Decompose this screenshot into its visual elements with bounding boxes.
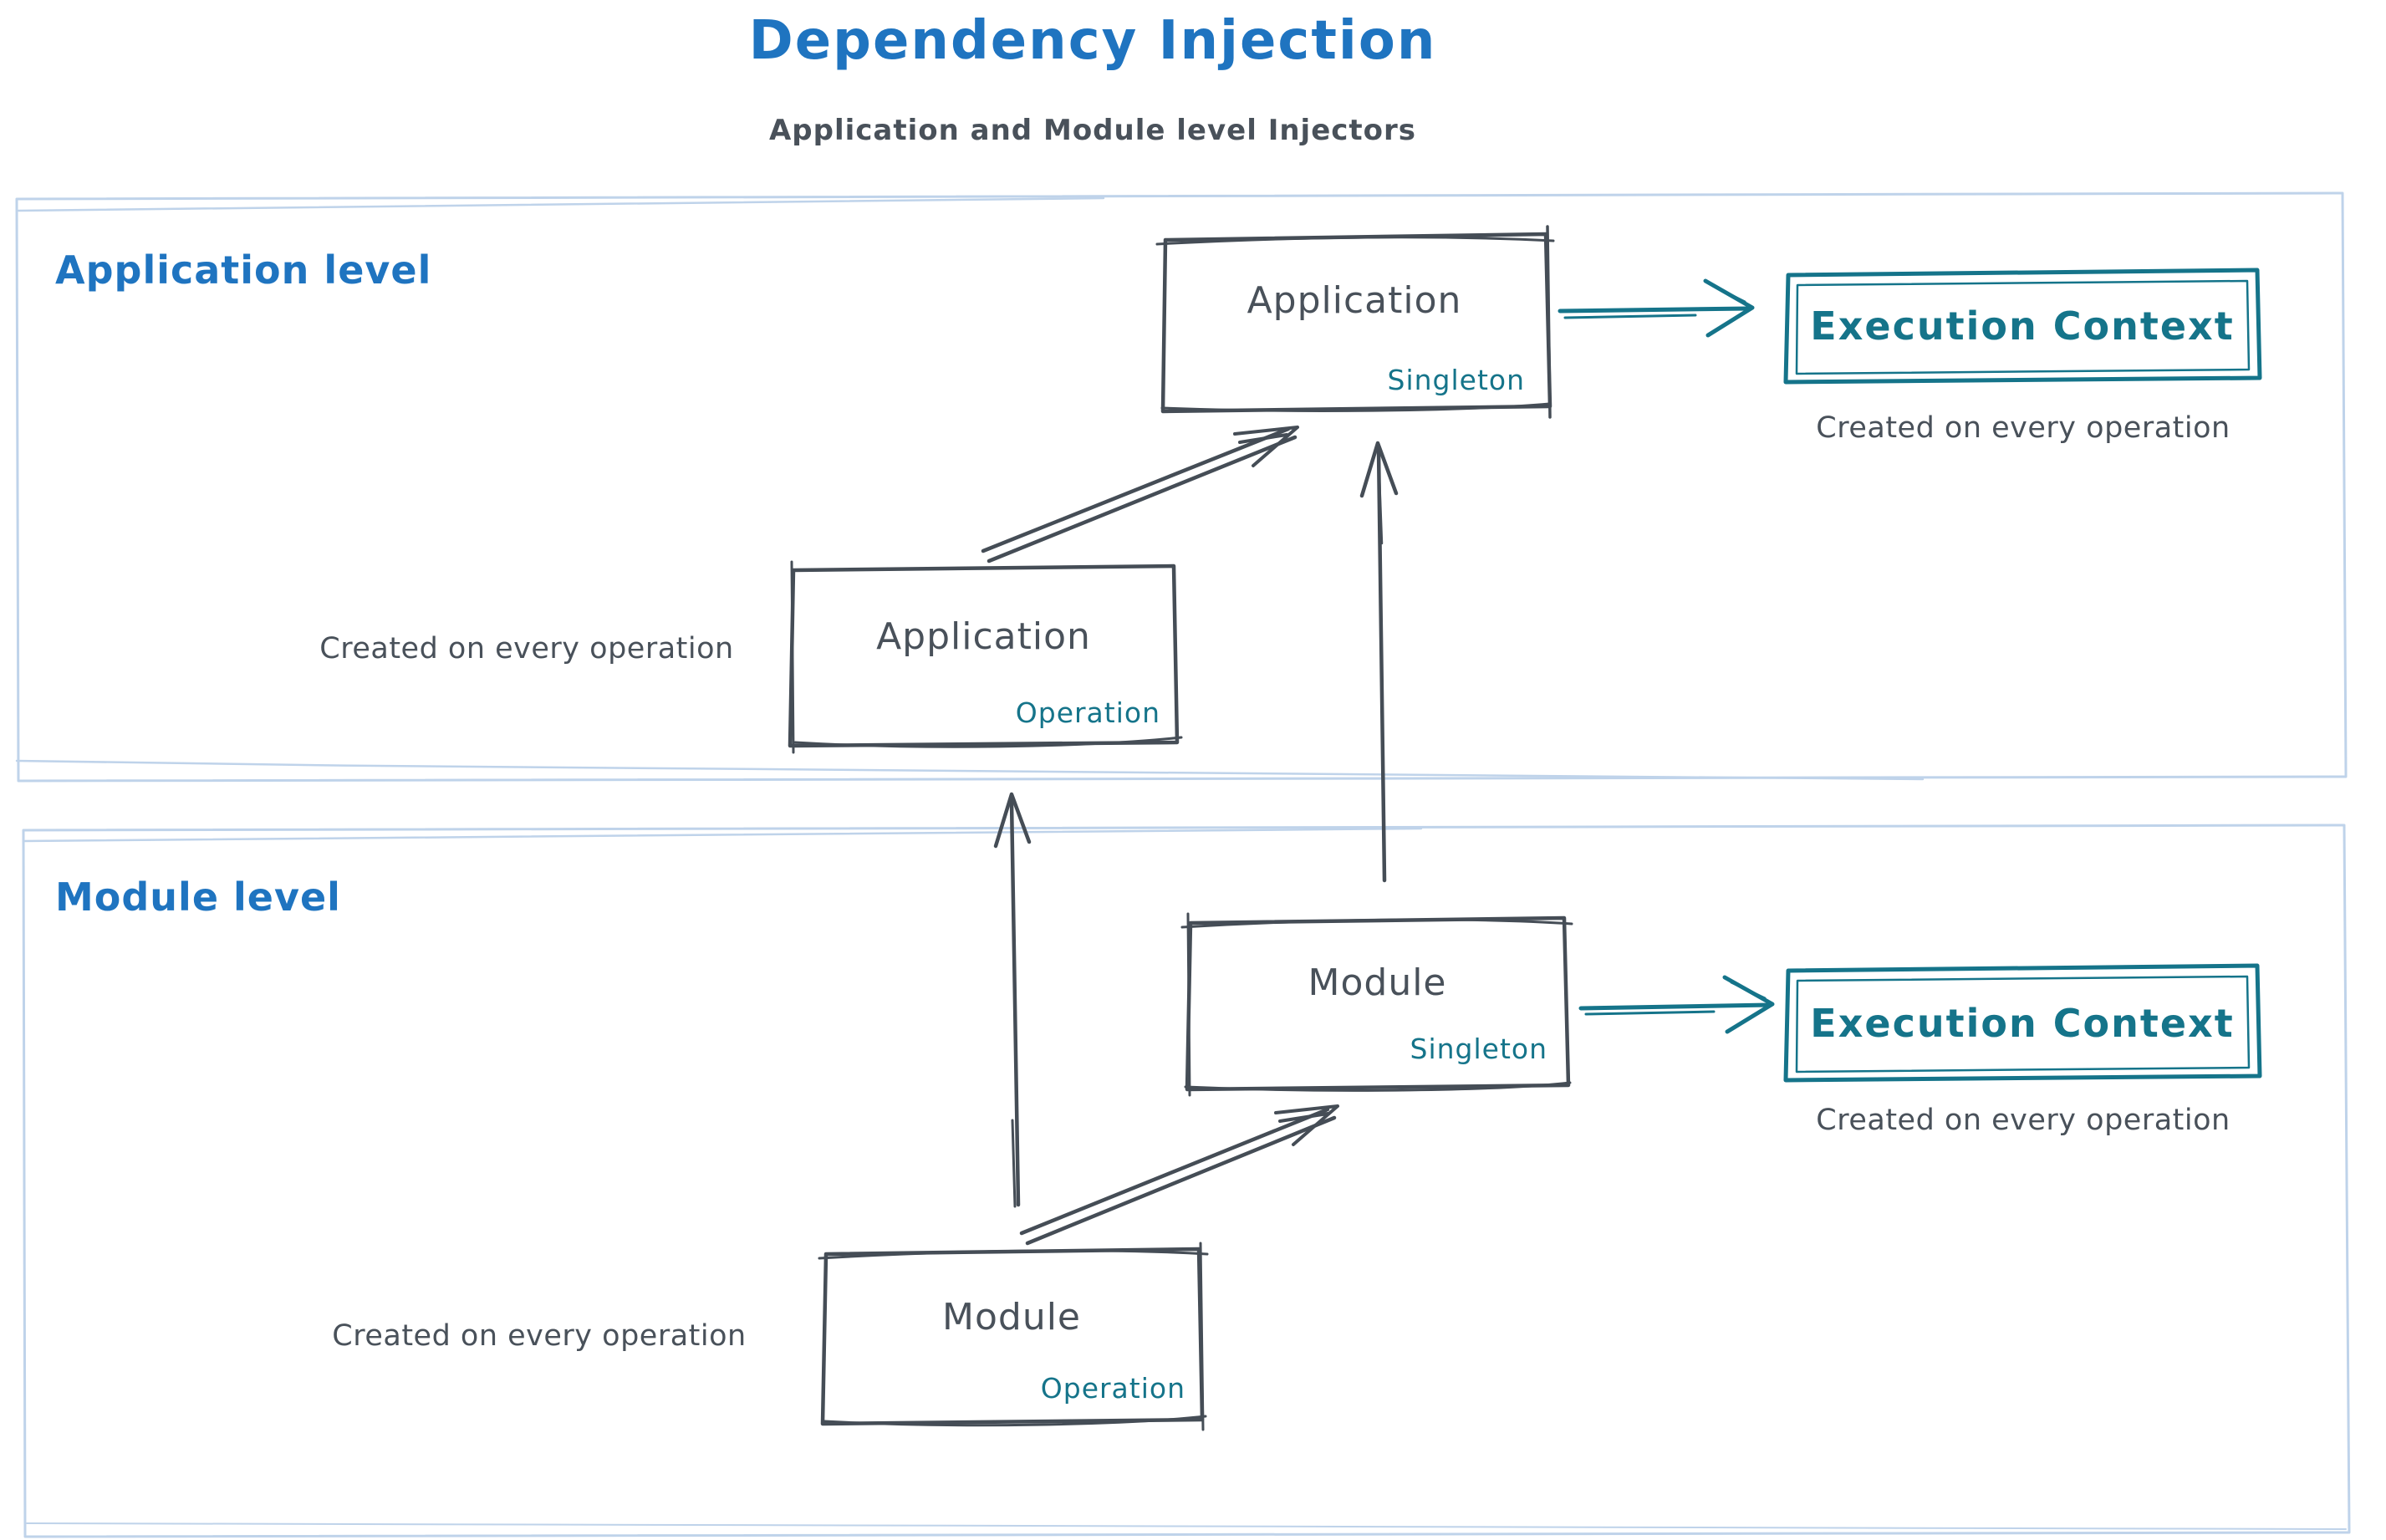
application-operation-box-border [788, 563, 1180, 748]
module-singleton-title: Module [1308, 961, 1447, 1004]
arrow-line [1578, 1002, 1772, 1011]
application-operation-box: Application Operation [790, 567, 1177, 744]
application-container-top-overdraw [17, 196, 1105, 212]
module-execution-context-title: Execution Context [1810, 1001, 2235, 1046]
arrow-line [981, 426, 1291, 553]
module-level-container [22, 824, 2351, 1538]
module-singleton-box: Module Singleton [1187, 920, 1568, 1087]
diagram-title: Dependency Injection [748, 10, 1437, 72]
arrow-line [1009, 798, 1021, 1207]
module-singleton-bottom-overdraw [1184, 1081, 1572, 1092]
application-operation-left-overdraw [790, 560, 795, 754]
arrowhead-overdraw [1730, 981, 1767, 1000]
module-level-label: Module level [55, 875, 341, 920]
application-operation-scope-label: Operation [1015, 696, 1160, 729]
application-singleton-bottom-overdraw [1160, 402, 1551, 412]
module-operation-bottom-overdraw [823, 1415, 1207, 1427]
arrow-module-singleton-to-app-singleton [1359, 441, 1399, 883]
arrow-line [1376, 447, 1387, 883]
application-singleton-box: Application Singleton [1162, 236, 1547, 410]
arrowhead [1359, 441, 1399, 498]
application-operation-title: Application [876, 615, 1091, 658]
module-execution-context-box: Execution Context [1786, 966, 2259, 1080]
entity-boxes [788, 225, 1573, 1431]
application-execution-context-title: Execution Context [1810, 303, 2235, 349]
application-operation-caption: Created on every operation [319, 632, 734, 665]
application-singleton-right-overdraw [1546, 225, 1552, 419]
module-operation-scope-label: Operation [1040, 1372, 1185, 1405]
application-container-bottom-overdraw [15, 759, 1925, 781]
application-singleton-title: Application [1247, 279, 1462, 322]
application-execution-context-caption: Created on every operation [1816, 411, 2231, 445]
teal-arrows [1558, 278, 1775, 1034]
arrow-module-operation-to-app-operation [993, 792, 1032, 1208]
module-operation-title: Module [942, 1296, 1081, 1339]
arrowhead-overdraw [1711, 284, 1746, 303]
arrow-line-overdraw [1377, 452, 1384, 545]
arrow-module-operation-to-module-singleton [1019, 1104, 1339, 1246]
arrow-line [1558, 306, 1751, 314]
execution-context-boxes [1783, 268, 2262, 1083]
module-singleton-left-overdraw [1186, 912, 1191, 1097]
arrowhead [993, 792, 1032, 849]
application-singleton-scope-label: Singleton [1387, 364, 1525, 396]
module-operation-caption: Created on every operation [332, 1319, 747, 1353]
application-execution-context-border [1783, 268, 2262, 385]
application-singleton-top-overdraw [1155, 236, 1555, 246]
module-execution-context-inner-overdraw [1795, 975, 2251, 1073]
arrow-line-overdraw [1563, 314, 1697, 319]
arrow-app-singleton-to-execution-context [1558, 278, 1755, 338]
application-level-container [15, 191, 2348, 783]
diagram-subtitle: Application and Module level Injectors [768, 114, 1417, 147]
arrow-module-singleton-to-execution-context [1578, 975, 1775, 1034]
module-singleton-top-overdraw [1180, 918, 1573, 929]
application-execution-context-inner-overdraw [1795, 279, 2251, 375]
module-operation-top-overdraw [818, 1249, 1209, 1260]
module-singleton-scope-label: Singleton [1410, 1033, 1547, 1065]
arrowhead [1274, 1104, 1339, 1146]
module-operation-right-overdraw [1199, 1242, 1205, 1431]
arrow-line-overdraw [1025, 1115, 1337, 1246]
module-operation-box: Module Operation [823, 1251, 1201, 1423]
arrow-line-overdraw [1584, 1010, 1716, 1016]
application-level-label: Application level [55, 247, 432, 293]
arrow-line-overdraw [987, 435, 1298, 563]
application-operation-bottom-overdraw [793, 736, 1183, 748]
application-execution-context-box: Execution Context [1786, 271, 2259, 381]
arrow-app-operation-to-app-singleton [981, 426, 1299, 563]
module-execution-context-caption: Created on every operation [1816, 1104, 2231, 1137]
arrow-line [1019, 1107, 1330, 1236]
module-container-bottom-overdraw [26, 1522, 2347, 1532]
dark-arrows [981, 426, 1399, 1246]
module-execution-context-border [1783, 963, 2262, 1083]
arrow-line-overdraw [1011, 1119, 1017, 1208]
arrowhead [1233, 426, 1299, 467]
